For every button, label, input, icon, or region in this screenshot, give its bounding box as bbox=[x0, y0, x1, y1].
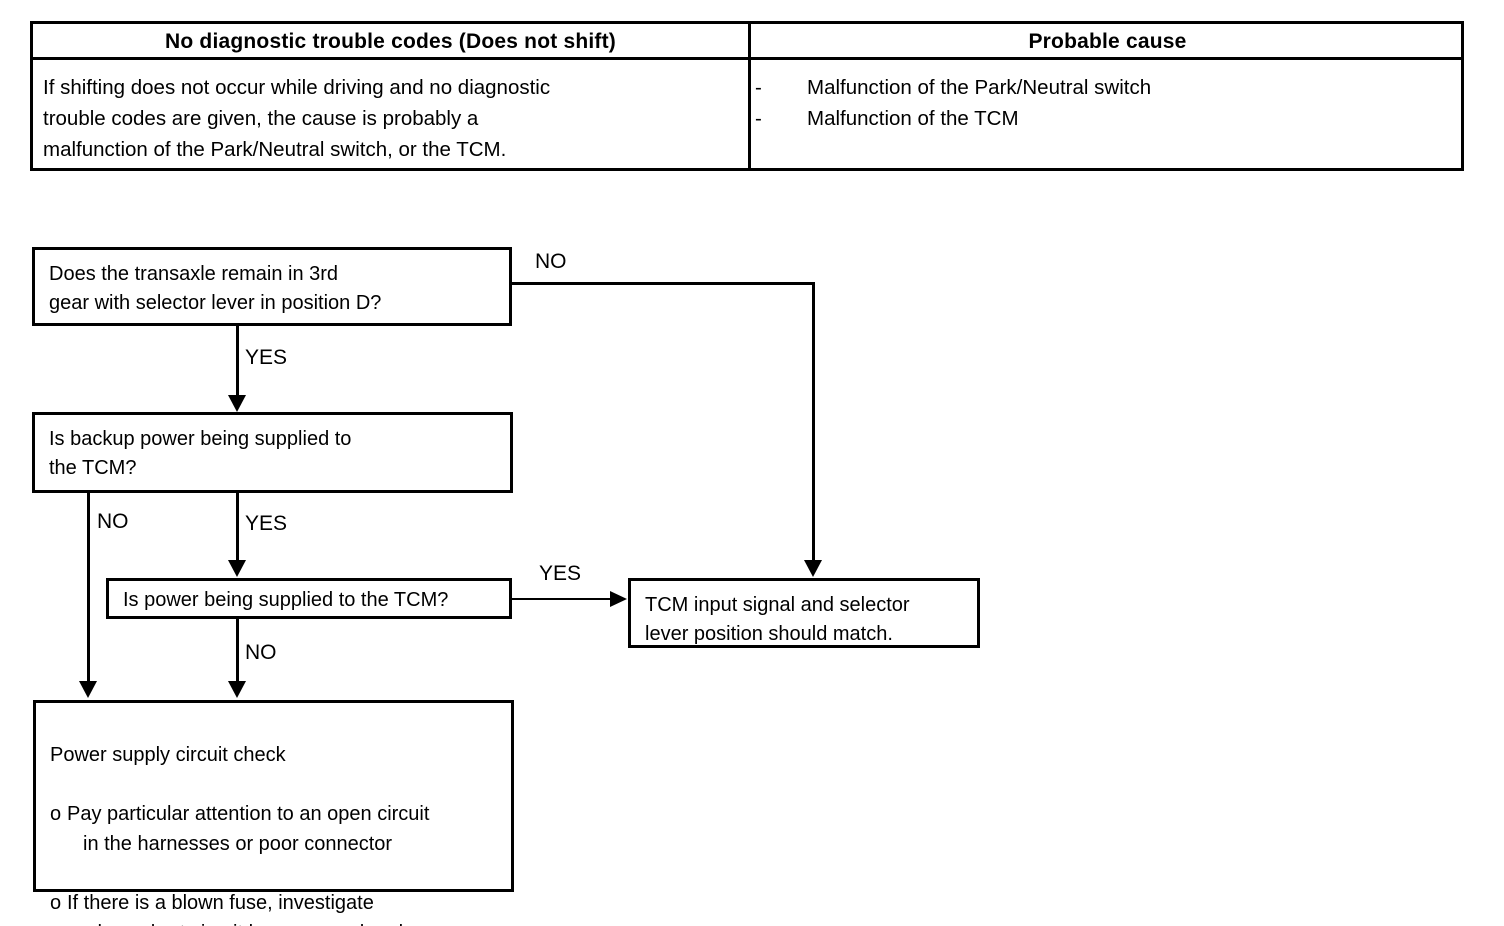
list-marker: o bbox=[50, 803, 62, 825]
list-item-line: why a short circuit has occurred and bbox=[67, 918, 511, 926]
edge-label-q3-yes: YES bbox=[539, 562, 582, 585]
edge-q1-no-arrowhead bbox=[804, 560, 822, 577]
edge-label-q1-yes: YES bbox=[245, 346, 288, 369]
edge-q1-yes-vertical bbox=[236, 326, 239, 398]
edge-label-q2-no: NO bbox=[97, 510, 129, 533]
list-marker: - bbox=[755, 107, 762, 130]
edge-q3-yes-arrowhead bbox=[610, 591, 627, 607]
edge-q1-no-vertical bbox=[812, 282, 815, 561]
list-item: - Malfunction of the Park/Neutral switch bbox=[755, 72, 1460, 103]
flow-node-result-tcm-input-signal: TCM input signal and selector lever posi… bbox=[628, 578, 980, 648]
list-marker: o bbox=[50, 892, 62, 914]
list-item: o Pay particular attention to an open ci… bbox=[50, 799, 511, 859]
flow-node-question-power-supplied: Is power being supplied to the TCM? bbox=[106, 578, 512, 619]
list-item-line: Pay particular attention to an open circ… bbox=[67, 803, 430, 825]
edge-label-q2-yes: YES bbox=[245, 512, 288, 535]
list-item: o If there is a blown fuse, investigate w… bbox=[50, 888, 511, 926]
table-column-divider bbox=[748, 24, 751, 168]
list-item: - Malfunction of the TCM bbox=[755, 103, 1460, 134]
edge-q3-no-arrowhead bbox=[228, 681, 246, 698]
table-cell-probable-causes: - Malfunction of the Park/Neutral switch… bbox=[755, 63, 1460, 134]
power-check-title: Power supply circuit check bbox=[50, 744, 286, 766]
flow-node-question-3rd-gear: Does the transaxle remain in 3rd gear wi… bbox=[32, 247, 512, 326]
flow-node-power-supply-circuit-check: Power supply circuit check o Pay particu… bbox=[33, 700, 514, 926]
flow-node-question-backup-power: Is backup power being supplied to the TC… bbox=[32, 412, 513, 493]
table-header-symptom: No diagnostic trouble codes (Does not sh… bbox=[165, 30, 616, 53]
edge-label-q3-no: NO bbox=[245, 641, 277, 664]
list-item-label: If there is a blown fuse, investigate why… bbox=[67, 888, 511, 926]
table-header-row bbox=[33, 24, 1461, 60]
edge-q3-yes-horizontal bbox=[512, 598, 612, 600]
table-header-cause: Probable cause bbox=[1028, 30, 1187, 53]
edge-q2-no-arrowhead bbox=[79, 681, 97, 698]
edge-q3-no-vertical bbox=[236, 619, 239, 683]
edge-q2-yes-arrowhead bbox=[228, 560, 246, 577]
list-marker: - bbox=[755, 76, 762, 99]
edge-q1-no-horizontal bbox=[512, 282, 815, 285]
list-item-line: If there is a blown fuse, investigate bbox=[67, 892, 374, 914]
list-item-label: Malfunction of the TCM bbox=[807, 107, 1019, 130]
edge-label-q1-no: NO bbox=[535, 250, 567, 273]
list-item-line: in the harnesses or poor connector bbox=[83, 833, 393, 855]
edge-q2-yes-vertical bbox=[236, 493, 239, 561]
table-cell-symptom-description: If shifting does not occur while driving… bbox=[43, 76, 551, 161]
edge-q1-yes-arrowhead bbox=[228, 395, 246, 412]
list-item-label: Pay particular attention to an open circ… bbox=[67, 799, 511, 859]
edge-q2-no-vertical bbox=[87, 493, 90, 683]
list-item-label: Malfunction of the Park/Neutral switch bbox=[807, 76, 1152, 99]
symptom-cause-table: No diagnostic trouble codes (Does not sh… bbox=[30, 21, 1464, 171]
